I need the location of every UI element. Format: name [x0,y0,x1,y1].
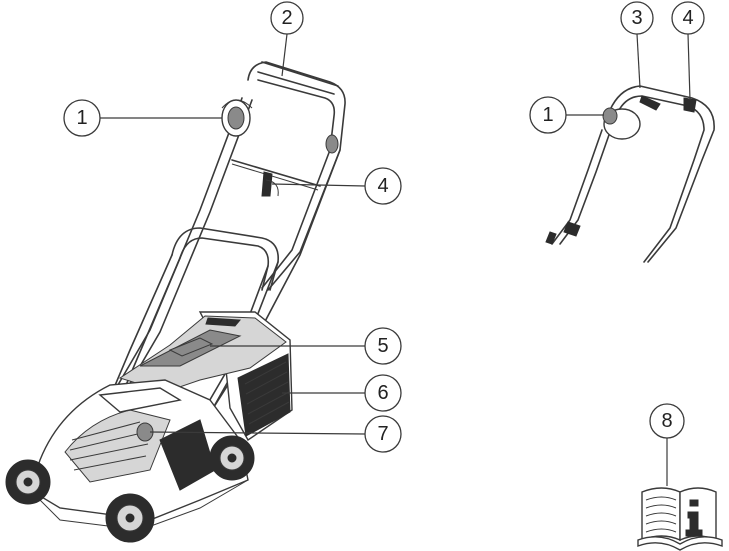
callout-detail-3: 3 [620,1,654,35]
svg-text:7: 7 [377,423,388,445]
handle-detail-illustration [545,85,715,263]
callout-main-7: 7 [364,415,402,453]
svg-text:8: 8 [661,410,672,432]
handle-grip-top [257,61,339,95]
callout-main-6: 6 [364,374,402,412]
grass-box [118,311,293,442]
callout-main-2: 2 [270,1,304,35]
switch-box [221,99,253,137]
rear-right-wheel [209,435,255,481]
detail-lever [639,95,661,111]
mower-deck [29,379,249,531]
callout-main-1: 1 [63,99,101,137]
callout-main-5: 5 [364,327,402,365]
rear-left-wheel [105,493,155,543]
svg-text:6: 6 [377,382,388,404]
svg-text:4: 4 [682,7,693,29]
detail-switch-box [602,107,641,140]
mower-illustration [5,61,346,543]
callout-manual-8: 8 [649,403,685,439]
detail-clip [683,97,697,113]
svg-text:2: 2 [281,7,292,29]
svg-text:4: 4 [377,175,388,197]
svg-text:3: 3 [631,7,642,29]
cable-clip [261,171,279,197]
cross-rod [231,159,321,187]
svg-text:5: 5 [377,335,388,357]
svg-text:1: 1 [542,104,553,126]
manual-info-icon [637,487,723,551]
callout-detail-1: 1 [529,96,567,134]
front-left-wheel [5,459,51,505]
callout-detail-4: 4 [671,1,705,35]
svg-text:1: 1 [76,107,87,129]
lower-handle-loop [171,227,279,291]
callout-main-4: 4 [364,167,402,205]
